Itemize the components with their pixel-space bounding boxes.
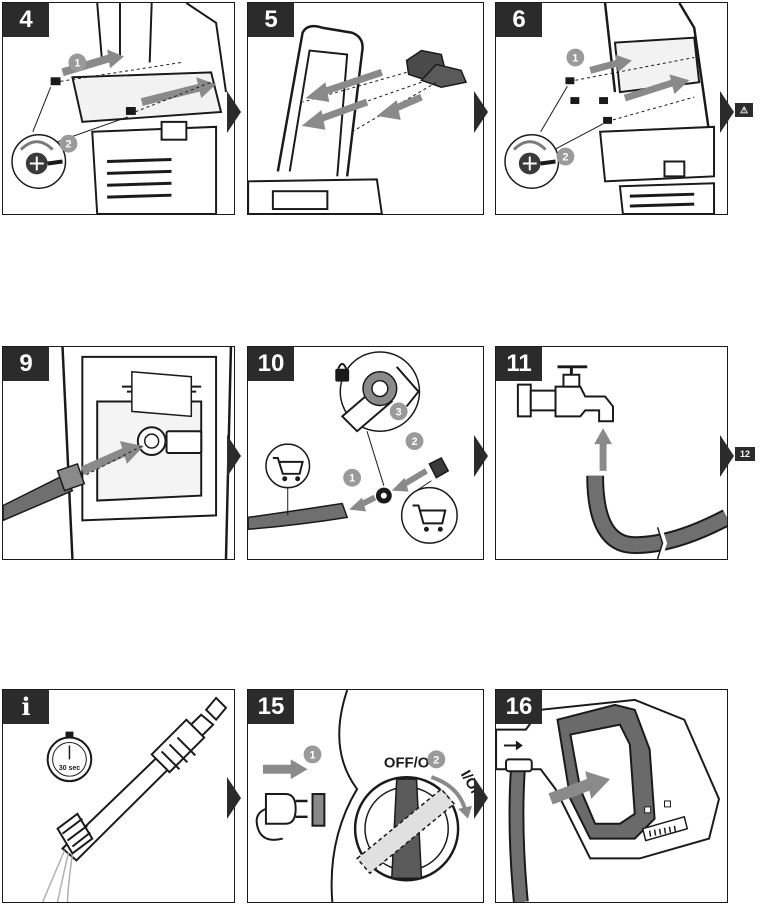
illustration-handle-attachment [248, 24, 468, 214]
panel-step-6: 1 2 6 [495, 2, 728, 215]
next-arrow-icon [227, 777, 241, 819]
step-marker: 1 [349, 473, 355, 485]
step-number-badge: 6 [496, 3, 542, 37]
next-arrow-icon [474, 777, 488, 819]
step-number-badge: 9 [3, 347, 49, 381]
next-step-reference: 12 [735, 447, 756, 461]
step-marker: 2 [433, 754, 439, 766]
illustration-hose-adapter: 3 2 1 [248, 351, 458, 544]
step-number-badge: 4 [3, 3, 49, 37]
next-arrow-icon [720, 91, 734, 133]
info-badge: i [3, 690, 49, 724]
illustration-water-tap [516, 365, 727, 559]
panel-step-11: 11 [495, 346, 728, 560]
step-marker: 3 [396, 406, 402, 418]
next-arrow-icon [227, 91, 241, 133]
illustration-lance-flush: 30 sec [42, 696, 228, 902]
next-arrow-icon [227, 435, 241, 477]
step-number-badge: 11 [496, 347, 542, 381]
panel-step-10: 3 2 1 10 [247, 346, 484, 560]
step-number-badge: 10 [248, 347, 294, 381]
panel-step-5: 5 [247, 2, 484, 215]
illustration-screw-handle: 1 2 [11, 3, 227, 214]
panel-step-info: 30 sec i [2, 689, 235, 903]
panel-step-4: 1 2 4 [2, 2, 235, 215]
step-marker: 2 [65, 139, 71, 151]
step-number-badge: 15 [248, 690, 294, 724]
illustration-plug-switch: 1 OFF/O I/ON 2 [255, 690, 483, 902]
illustration-screws-handle: 1 2 [504, 3, 716, 214]
illustration-trigger-gun [496, 698, 721, 902]
step-number-badge: 5 [248, 3, 294, 37]
illustration-hose-connection [3, 347, 233, 559]
next-arrow-icon [474, 435, 488, 477]
step-marker: 1 [572, 52, 578, 64]
step-marker: 1 [309, 749, 315, 761]
warning-icon: ⚠ [735, 103, 754, 117]
panel-step-15: 1 OFF/O I/ON 2 15 [247, 689, 484, 903]
switch-off-label: OFF/O [384, 755, 429, 771]
panel-step-9: 9 [2, 346, 235, 560]
timer-label: 30 sec [59, 765, 80, 772]
step-marker: 2 [412, 436, 418, 448]
panel-step-16: 16 [495, 689, 728, 903]
step-marker: 1 [74, 57, 80, 69]
step-marker: 2 [562, 152, 568, 164]
next-arrow-icon [474, 91, 488, 133]
next-arrow-icon [720, 435, 734, 477]
step-number-badge: 16 [496, 690, 542, 724]
